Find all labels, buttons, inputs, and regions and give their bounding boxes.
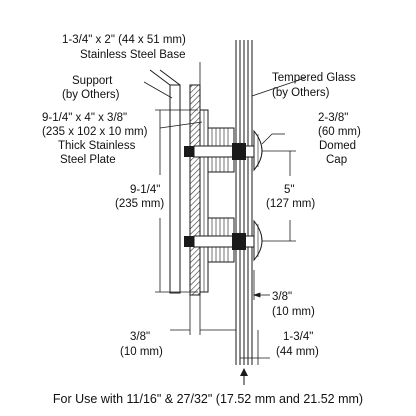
glass-label-line2: (by Others) <box>272 87 330 99</box>
upper-standoff <box>184 127 263 173</box>
gap-right-label-line2: (10 mm) <box>272 306 315 318</box>
glass-label-line1: Tempered Glass <box>272 72 356 84</box>
footer-note: For Use with 11/16" & 27/32" (17.52 mm a… <box>53 392 363 406</box>
plate-label-line1: 9-1/4" x 4" x 3/8" <box>42 112 127 124</box>
cap-label-line2: (60 mm) <box>318 126 361 138</box>
cap-label-line1: 2-3/8" <box>318 112 348 124</box>
plate-label-line3: Thick Stainless <box>58 140 136 152</box>
dimension-depth <box>240 330 270 365</box>
depth-label-line1: 1-3/4" <box>283 331 313 343</box>
dimension-gap-left <box>170 295 236 335</box>
spacing-label-line1: 5" <box>284 184 294 196</box>
gap-left-label-line1: 3/8" <box>130 331 150 343</box>
cap-label-line4: Cap <box>326 154 347 166</box>
height-label-line1: 9-1/4" <box>130 184 160 196</box>
stainless-base <box>189 84 201 296</box>
insertion-arrow <box>240 368 248 385</box>
spacing-label-line2: (127 mm) <box>266 198 315 210</box>
support-label-line2: (by Others) <box>62 89 120 101</box>
base-label-line2: Stainless Steel Base <box>80 49 185 61</box>
depth-label-line2: (44 mm) <box>276 346 319 358</box>
dimension-height <box>155 109 198 293</box>
steel-plate <box>199 109 209 293</box>
height-label-line2: (235 mm) <box>115 198 164 210</box>
lower-standoff <box>184 217 263 263</box>
support-label-line1: Support <box>72 75 113 87</box>
plate-label-line2: (235 x 102 x 10 mm) <box>42 126 148 138</box>
dimension-spacing <box>262 150 296 242</box>
base-label-line1: 1-3/4" x 2" (44 x 51 mm) <box>62 34 186 46</box>
leader-lines <box>143 62 306 145</box>
plate-label-line4: Steel Plate <box>60 154 116 166</box>
tempered-glass <box>235 40 253 365</box>
gap-right-label-line1: 3/8" <box>272 291 292 303</box>
support-wall <box>149 69 181 294</box>
dimension-gap-right <box>235 270 270 300</box>
cap-label-line3: Domed <box>319 140 356 152</box>
gap-left-label-line2: (10 mm) <box>120 346 163 358</box>
